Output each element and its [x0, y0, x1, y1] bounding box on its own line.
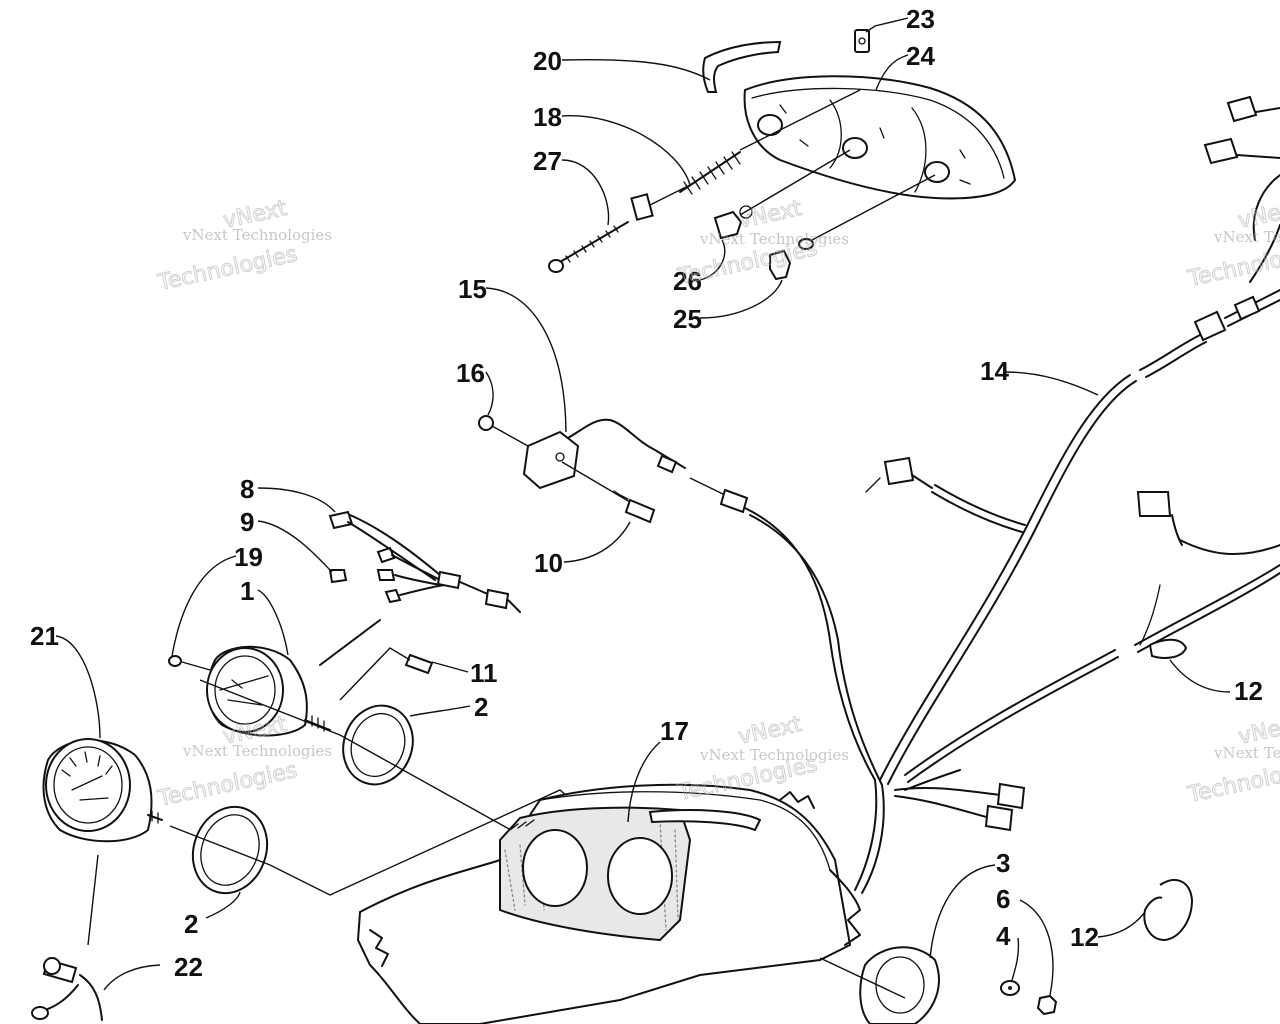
- headlight-assembly: [743, 75, 1017, 200]
- seal-strip: [702, 40, 782, 93]
- svg-text:vNext Technologies: vNext Technologies: [699, 230, 849, 248]
- svg-text:Technologies: Technologies: [155, 758, 299, 812]
- callout-27: 27: [533, 146, 562, 176]
- callout-2-upper: 2: [474, 692, 488, 722]
- callout-26: 26: [673, 266, 702, 296]
- voltage-regulator: [478, 415, 686, 524]
- callout-11: 11: [470, 658, 498, 688]
- main-wiring-harness: [689, 95, 1280, 894]
- callout-labels: 23 24 20 18 27 26 25 15 16 10 8 9 19 1 1…: [30, 4, 1263, 996]
- svg-text:vNext Technologies: vNext Technologies: [182, 742, 332, 760]
- callout-6: 6: [996, 884, 1010, 914]
- callout-19: 19: [234, 542, 263, 572]
- callout-12-lower: 12: [1070, 922, 1099, 952]
- alignment-line: [87, 854, 99, 946]
- svg-text:Technologies: Technologies: [1185, 754, 1280, 808]
- callout-4: 4: [996, 921, 1011, 951]
- svg-text:vNext: vNext: [736, 712, 804, 750]
- mounting-ring: [819, 946, 940, 1024]
- callout-14: 14: [980, 356, 1009, 386]
- callout-8: 8: [240, 474, 254, 504]
- callout-12-upper: 12: [1234, 676, 1263, 706]
- callout-2-lower: 2: [184, 909, 198, 939]
- callout-15: 15: [458, 274, 487, 304]
- washer-and-nut: [1000, 980, 1058, 1016]
- svg-text:vNext: vNext: [736, 196, 804, 234]
- svg-text:vNext Technologies: vNext Technologies: [1213, 744, 1280, 762]
- callout-9: 9: [240, 507, 254, 537]
- callout-22: 22: [174, 952, 203, 982]
- callout-21: 21: [30, 621, 59, 651]
- instrument-pod-panel: [356, 783, 861, 1024]
- svg-text:vNext Technologies: vNext Technologies: [699, 746, 849, 764]
- speedometer-gauge: [168, 645, 434, 737]
- gauge-trim-ring: [342, 704, 414, 786]
- hose-clamp: [1143, 879, 1194, 942]
- callout-16: 16: [456, 358, 485, 388]
- watermark: vNext vNext Technologies Technologies vN…: [155, 195, 1280, 812]
- adjuster-screw: [548, 184, 691, 273]
- callout-20: 20: [533, 46, 562, 76]
- callout-10: 10: [534, 548, 563, 578]
- callout-3: 3: [996, 848, 1010, 878]
- gauge-sub-harness: [319, 510, 521, 666]
- callout-17: 17: [660, 716, 689, 746]
- callout-23: 23: [906, 4, 935, 34]
- indicator-lamp: [31, 957, 103, 1021]
- alignment-line: [199, 679, 566, 861]
- svg-text:vNext Technologies: vNext Technologies: [182, 226, 332, 244]
- svg-text:Technologies: Technologies: [1185, 238, 1280, 292]
- callout-1: 1: [240, 576, 254, 606]
- bracket-clip: [854, 29, 870, 53]
- callout-18: 18: [533, 102, 562, 132]
- svg-text:vNext Technologies: vNext Technologies: [1213, 228, 1280, 246]
- callout-25: 25: [673, 304, 702, 334]
- bulb-socket: [713, 149, 936, 281]
- callout-24: 24: [906, 41, 935, 71]
- svg-text:Technologies: Technologies: [155, 242, 299, 296]
- tachometer-gauge: [42, 738, 163, 843]
